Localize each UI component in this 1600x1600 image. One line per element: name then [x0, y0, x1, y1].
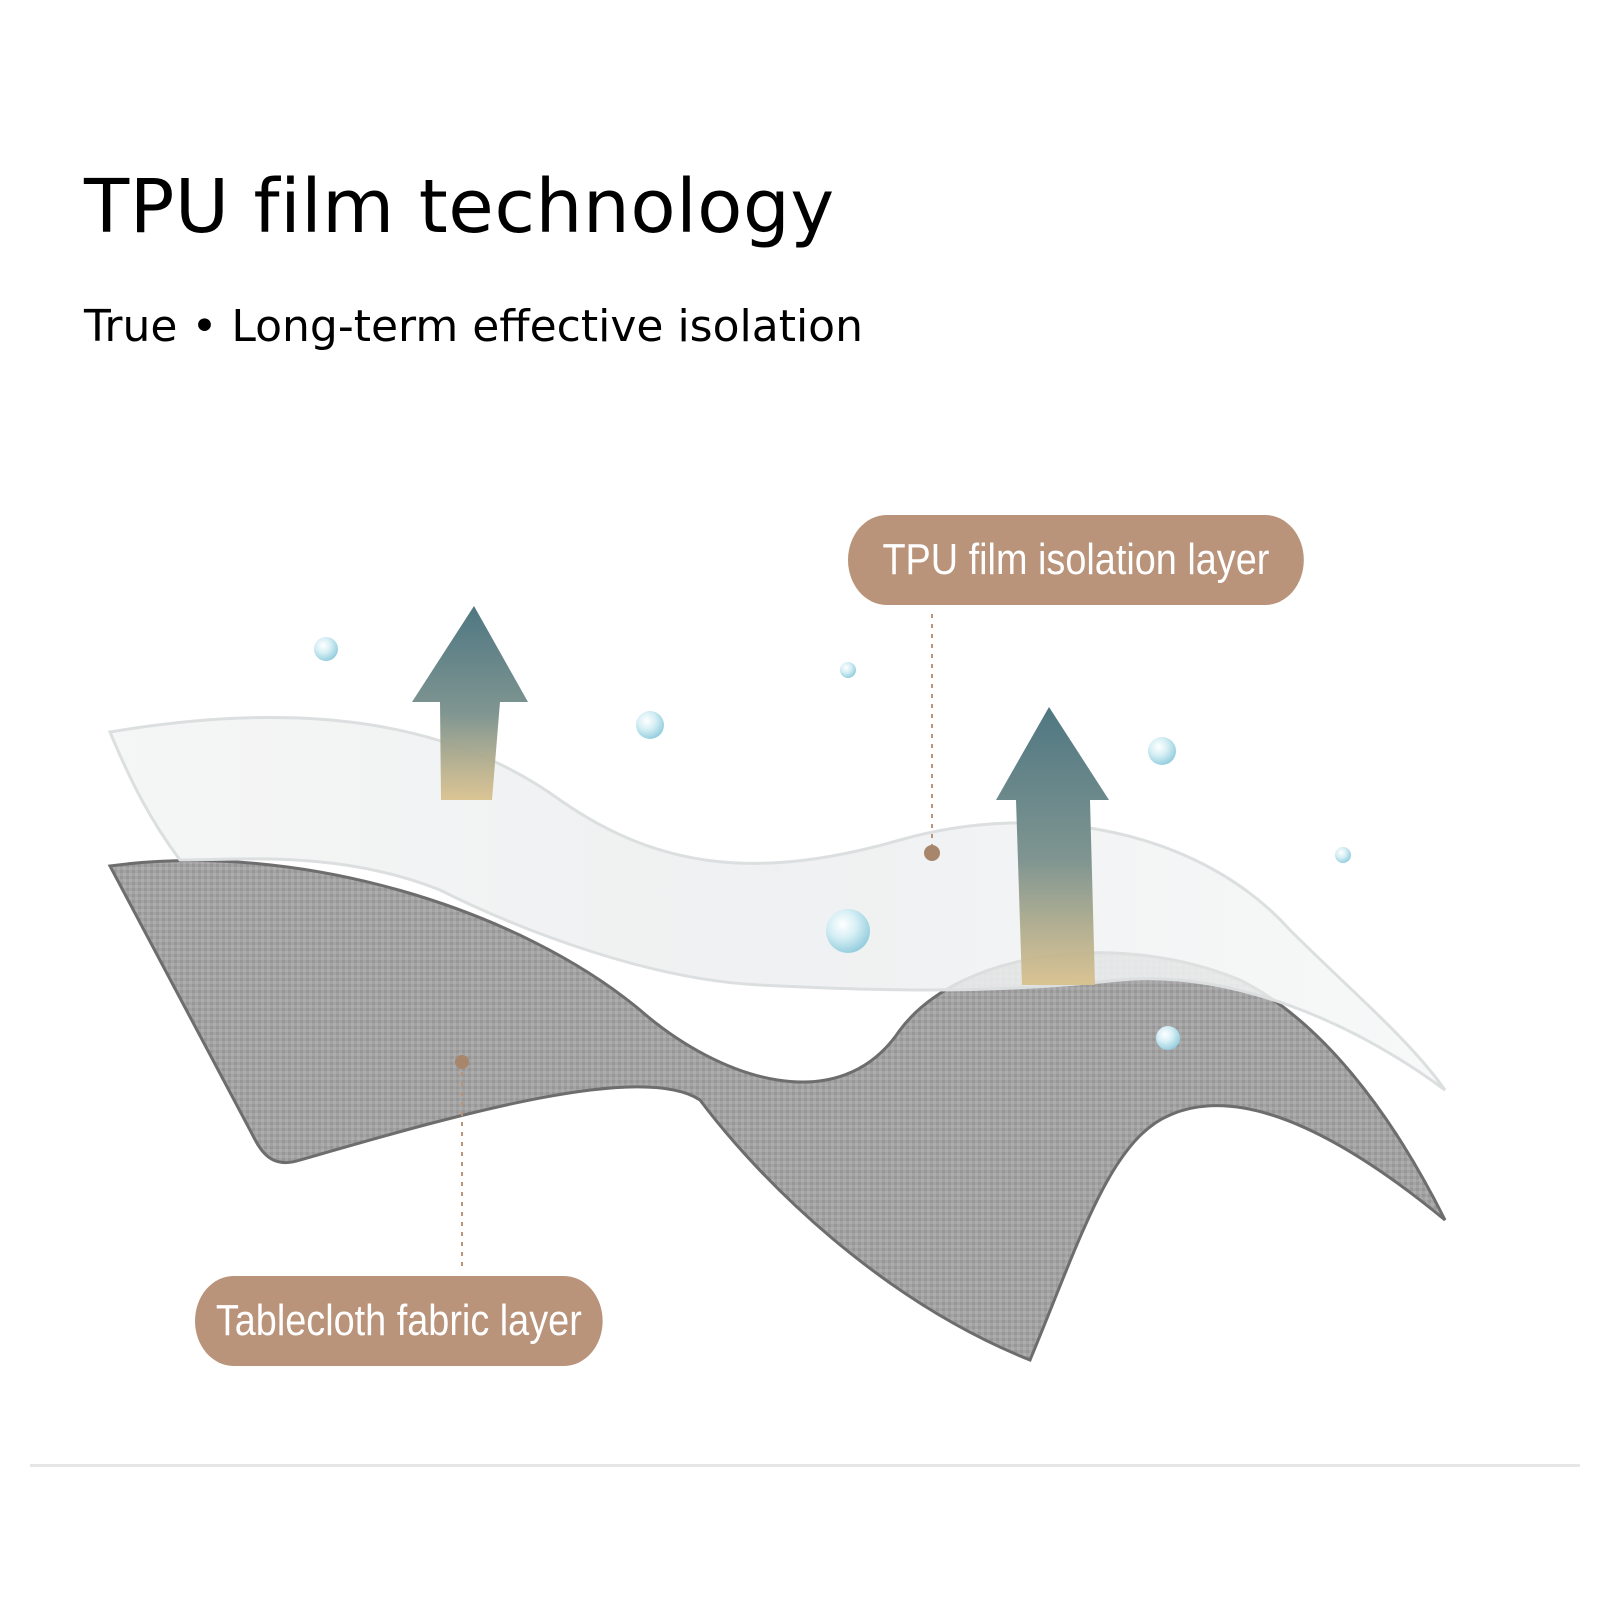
page-subtitle: True • Long-term effective isolation [84, 301, 863, 352]
bottom-divider [30, 1464, 1580, 1467]
tpu-layer-label: TPU film isolation layer [848, 515, 1304, 605]
up-arrow-icon [412, 606, 528, 800]
fabric-layer [107, 859, 1447, 1362]
tpu-callout-leader [924, 614, 940, 861]
film-layer [107, 716, 1447, 1092]
water-droplet-icon [314, 637, 1351, 1050]
up-arrow-icon [996, 707, 1109, 985]
fabric-layer-label: Tablecloth fabric layer [195, 1276, 603, 1366]
page-title: TPU film technology [84, 164, 835, 250]
fabric-callout-leader [455, 1055, 469, 1270]
